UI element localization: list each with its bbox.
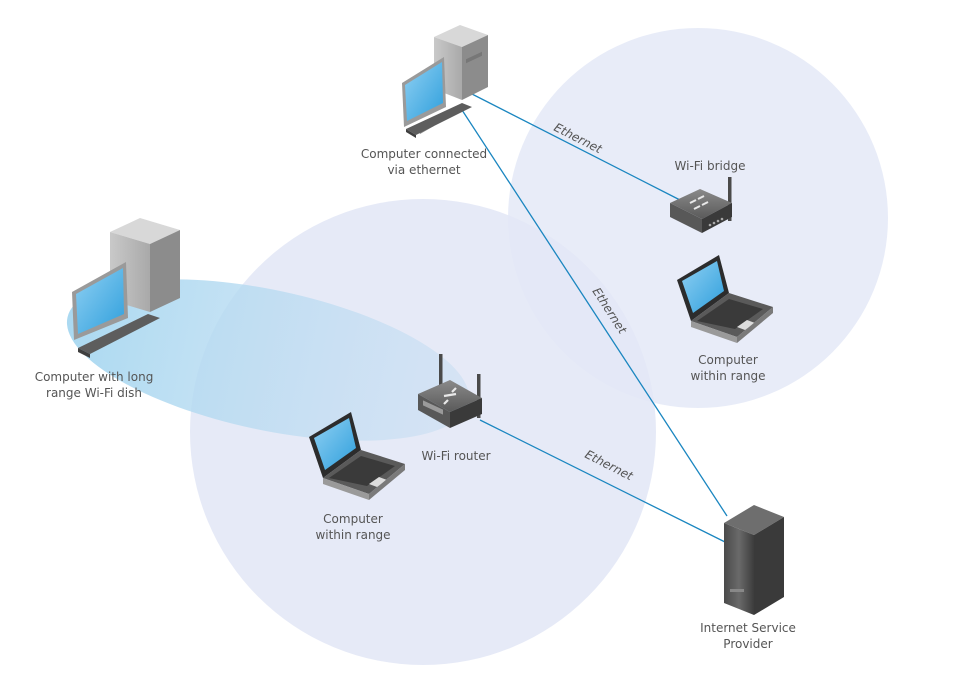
- laptop-left-node[interactable]: Computer within range: [309, 412, 405, 542]
- wifi-bridge-icon: [670, 177, 732, 233]
- desktop-dish-node[interactable]: Computer with long range Wi-Fi dish: [35, 218, 180, 400]
- desktop-ethernet-label-line1: Computer connected: [361, 147, 487, 161]
- laptop-icon: [309, 412, 405, 500]
- isp-label-line1: Internet Service: [700, 621, 796, 635]
- desktop-computer-icon: [402, 25, 488, 138]
- laptop-icon: [677, 255, 773, 343]
- isp-server-node[interactable]: Internet Service Provider: [700, 505, 796, 651]
- desktop-dish-label-line2: range Wi-Fi dish: [46, 386, 142, 400]
- laptop-left-label-line2: within range: [315, 528, 390, 542]
- wifi-router-node[interactable]: Wi-Fi router: [418, 354, 491, 463]
- desktop-computer-icon: [72, 218, 180, 358]
- isp-label-line2: Provider: [723, 637, 772, 651]
- dish-beam: [66, 279, 470, 441]
- laptop-left-label-line1: Computer: [323, 512, 383, 526]
- desktop-dish-label-line1: Computer with long: [35, 370, 154, 384]
- laptop-right-label-line1: Computer: [698, 353, 758, 367]
- link-router-isp[interactable]: [479, 419, 726, 543]
- coverage-areas: [66, 28, 888, 665]
- laptop-right-node[interactable]: Computer within range: [677, 255, 773, 383]
- link-desktop-isp[interactable]: [461, 109, 728, 517]
- link-desktop-bridge[interactable]: [469, 92, 681, 201]
- laptop-right-label-line2: within range: [690, 369, 765, 383]
- desktop-ethernet-node[interactable]: Computer connected via ethernet: [361, 25, 488, 177]
- wifi-bridge-node[interactable]: Wi-Fi bridge: [670, 159, 745, 233]
- wifi-bridge-label: Wi-Fi bridge: [675, 159, 746, 173]
- wifi-router-icon: [418, 354, 482, 428]
- wifi-router-label: Wi-Fi router: [421, 449, 490, 463]
- server-icon: [724, 505, 784, 615]
- desktop-ethernet-label-line2: via ethernet: [387, 163, 460, 177]
